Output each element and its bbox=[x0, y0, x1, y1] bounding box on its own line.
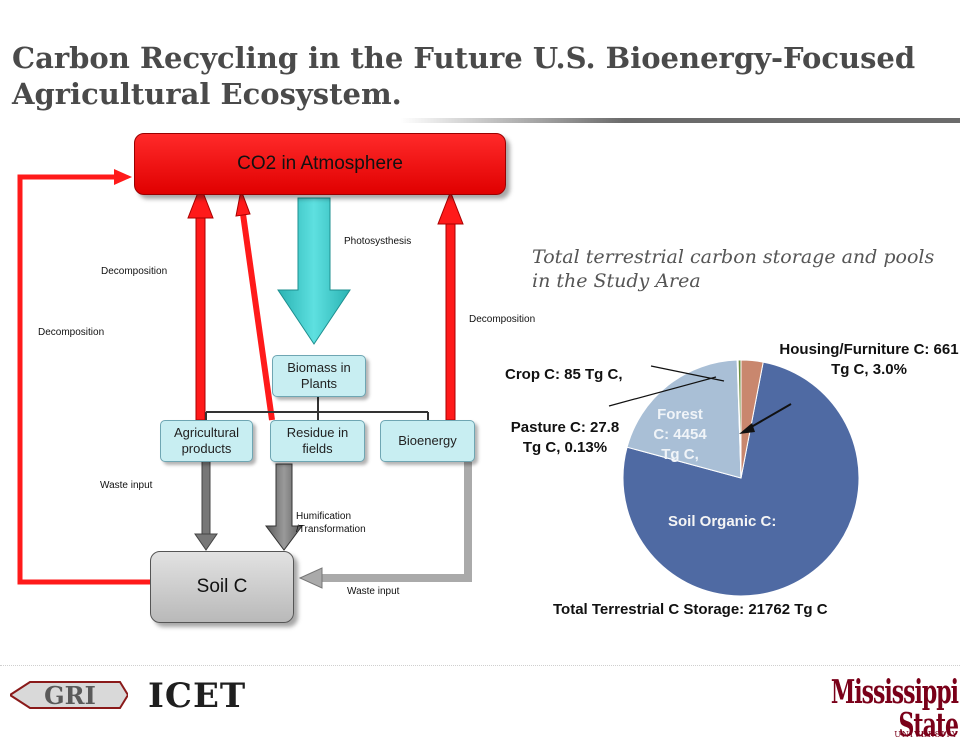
waste-input-arrowhead-bioenergy bbox=[298, 567, 323, 589]
decomposition-arrow-residue bbox=[240, 213, 275, 421]
icet-logo: ICET bbox=[148, 676, 247, 716]
bioenergy-box: Bioenergy bbox=[380, 420, 475, 462]
msu-logo: Mississippi State UNIVERSITY bbox=[826, 673, 959, 745]
agricultural-products-box: Agricultural products bbox=[160, 420, 253, 462]
housing-leader-arrowhead bbox=[739, 423, 755, 434]
decomposition-arrowhead-agri bbox=[187, 184, 214, 219]
humification-label: Humification /Transformation bbox=[296, 511, 366, 535]
housing-slice-label: Housing/Furniture C: 661 Tg C, 3.0% bbox=[779, 341, 959, 378]
gri-logo: GRI bbox=[10, 681, 128, 710]
pie-chart bbox=[608, 359, 860, 597]
decomposition-arrowhead-bioenergy bbox=[437, 190, 464, 225]
decomposition-label-1: Decomposition bbox=[101, 266, 168, 277]
total-storage-label: Total Terrestrial C Storage: 21762 Tg C bbox=[553, 601, 828, 618]
decomposition-label-3: Decomposition bbox=[469, 314, 536, 325]
pasture-leader-line bbox=[608, 376, 717, 407]
title-underline bbox=[400, 118, 960, 123]
soil-organic-slice bbox=[622, 361, 860, 597]
humification-arrow bbox=[265, 463, 303, 551]
waste-input-label-2: Waste input bbox=[347, 586, 400, 597]
residue-in-fields-box: Residue in fields bbox=[270, 420, 365, 462]
footer-divider bbox=[0, 665, 960, 666]
biomass-in-plants-box: Biomass in Plants bbox=[272, 355, 366, 397]
waste-input-label-1: Waste input bbox=[100, 480, 153, 491]
decomposition-label-2: Decomposition bbox=[38, 327, 105, 338]
pasture-slice-label: Pasture C: 27.8 Tg C, 0.13% bbox=[510, 419, 620, 456]
forest-slice bbox=[626, 359, 742, 479]
co2-atmosphere-box: CO2 in Atmosphere bbox=[134, 133, 506, 195]
page-title: Carbon Recycling in the Future U.S. Bioe… bbox=[12, 41, 916, 111]
flow-diagram-arrows bbox=[17, 169, 472, 589]
housing-slice bbox=[740, 359, 764, 479]
crop-slice-label: Crop C: 85 Tg C, bbox=[505, 366, 623, 383]
msu-logo-main: Mississippi State bbox=[830, 673, 959, 745]
chart-title: Total terrestrial carbon storage and poo… bbox=[532, 246, 935, 292]
soil-to-atmosphere-loop-arrow bbox=[17, 174, 150, 585]
waste-input-arrow-bioenergy bbox=[318, 462, 472, 582]
soil-c-box: Soil C bbox=[150, 551, 294, 623]
decomposition-arrowhead-residue bbox=[235, 188, 251, 217]
waste-input-arrowhead-agri bbox=[194, 533, 218, 551]
svg-text:GRI: GRI bbox=[44, 681, 96, 710]
loop-arrowhead bbox=[114, 169, 132, 185]
housing-leader-line bbox=[745, 403, 792, 431]
forest-slice-label: Forest C: 4454 Tg C, bbox=[653, 406, 707, 463]
photosynthesis-arrow bbox=[277, 197, 351, 345]
photosynthesis-label: Photosysthesis bbox=[344, 236, 412, 247]
soil-organic-slice-label: Soil Organic C: bbox=[668, 513, 777, 530]
